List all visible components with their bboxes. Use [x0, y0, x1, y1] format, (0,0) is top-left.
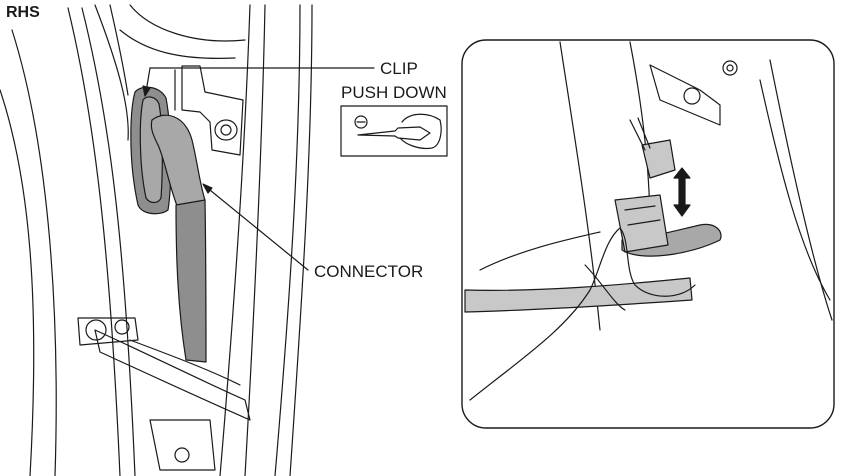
pillar-edge-right-3	[275, 5, 300, 476]
striker-bolt-inner	[221, 125, 231, 135]
detail-bolt-small-inner	[727, 65, 733, 71]
side-tag-label: RHS	[6, 5, 40, 21]
detail-bracket	[650, 65, 720, 125]
door-check-bracket	[78, 318, 138, 345]
clip-label: CLIP	[380, 60, 418, 77]
grommet-inner	[140, 97, 162, 203]
detail-pillar-line-3	[770, 60, 832, 320]
pillar-line-2	[110, 5, 128, 95]
pillar-edge-right-1	[220, 5, 250, 476]
screwdriver-icon	[358, 127, 430, 140]
hand-icon	[400, 114, 441, 148]
pillar-line-1	[95, 5, 128, 140]
up-down-arrow-icon	[674, 168, 690, 216]
detail-upper-connector	[642, 140, 675, 178]
detail-lower-connector	[615, 195, 668, 252]
detail-view	[462, 40, 834, 428]
push-down-inset	[341, 106, 447, 156]
detail-pillar-line-4	[760, 80, 830, 300]
door-frame-line-3	[68, 8, 120, 476]
detail-bolt-small	[723, 61, 737, 75]
lower-bolt	[175, 448, 189, 462]
main-view	[0, 5, 374, 476]
pillar-top-curve	[130, 5, 245, 41]
door-check-arm	[95, 330, 250, 420]
door-frame-line-4	[82, 8, 135, 476]
detail-bolt	[684, 88, 700, 104]
connector-arrowhead	[203, 184, 212, 193]
door-frame-line-2	[12, 30, 56, 476]
wire-harness-tube	[176, 200, 206, 362]
detail-hand-finger	[480, 232, 600, 270]
connector-label: CONNECTOR	[314, 263, 423, 280]
pillar-edge-right-2	[245, 5, 265, 476]
push-down-label: PUSH DOWN	[341, 84, 447, 101]
striker-bolt	[215, 120, 237, 140]
door-frame-outer-line	[0, 90, 34, 476]
pillar-edge-right-4	[290, 5, 312, 476]
